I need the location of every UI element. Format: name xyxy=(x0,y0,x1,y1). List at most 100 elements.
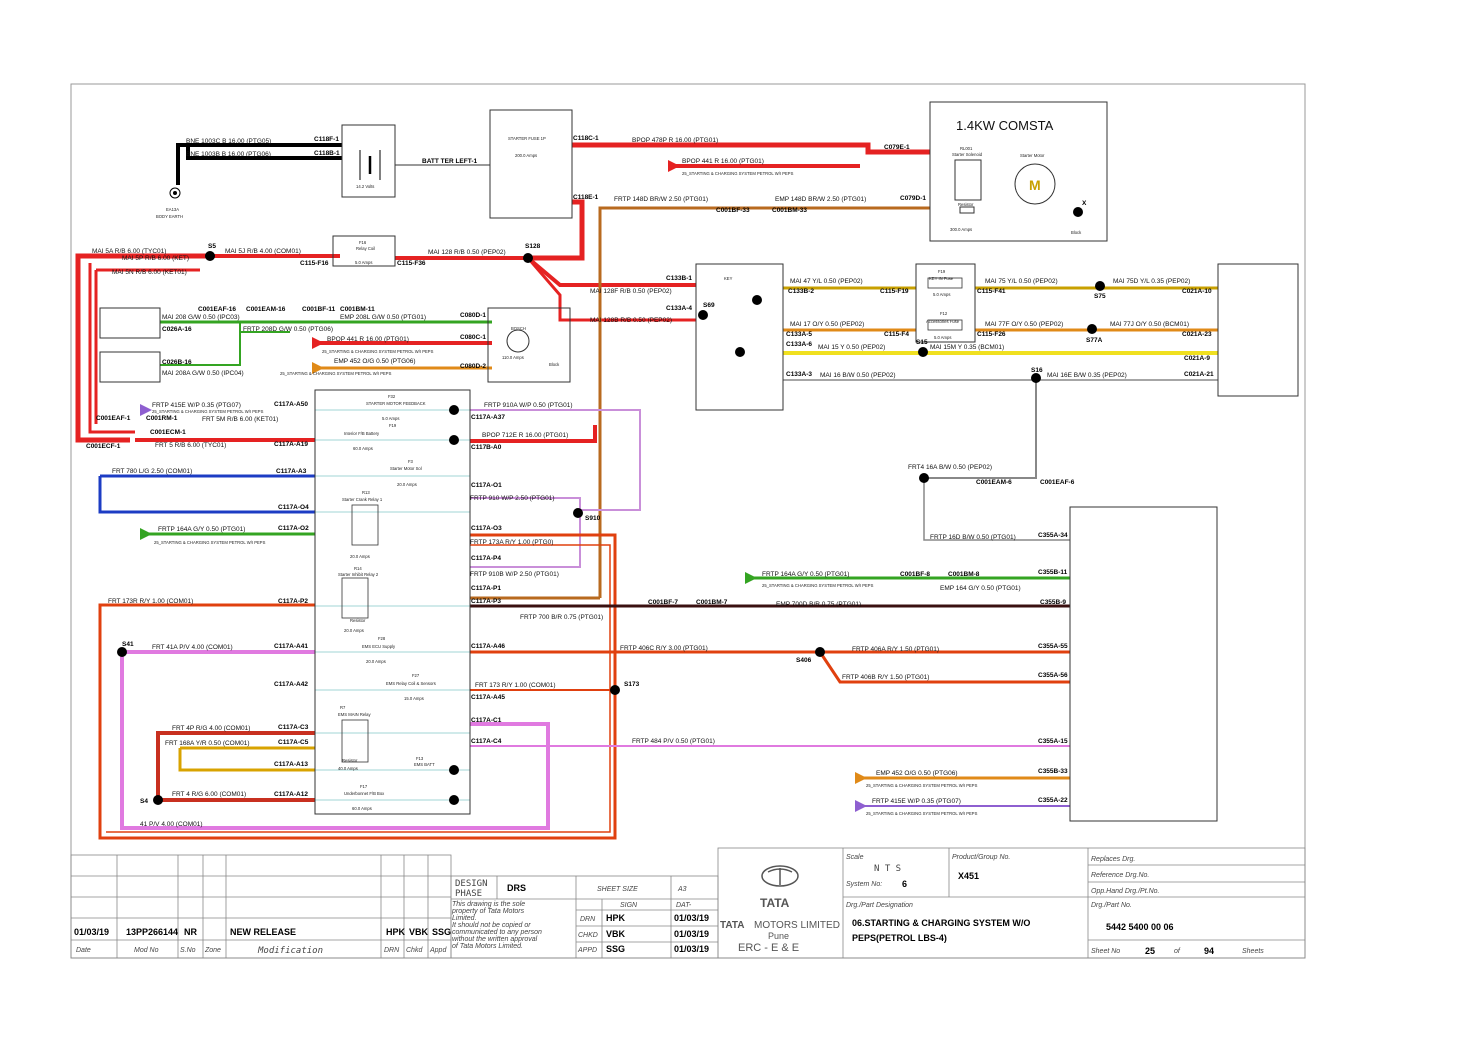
tb-sheet-size: SHEET SIZE xyxy=(597,886,638,893)
tb-sheet-lbl: Sheet No xyxy=(1091,948,1120,955)
conn-c133a3: C133A-3 xyxy=(786,371,812,378)
tb-sys: 6 xyxy=(902,879,907,889)
conn-c001ecf1: C001ECF-1 xyxy=(86,443,121,450)
wire-emp-452: EMP 452 O/G 0.50 (PTG06) xyxy=(334,358,416,365)
splice-s910: S910 xyxy=(585,515,601,522)
conn-c021a10: C021A-10 xyxy=(1182,288,1212,295)
starter-motor-icon xyxy=(1014,163,1056,205)
wire-mai-5a: MAI 5A R/B 6.00 (TYC01) xyxy=(92,248,166,255)
conn-c117a-a42: C117A-A42 xyxy=(274,681,308,688)
tb-prop4: It should not be copied or xyxy=(452,922,531,929)
fuse-f32-name: STARTER MOTOR FEEDBACK xyxy=(366,401,426,406)
wire-mai-128f: MAI 128F R/B 0.50 (PEP02) xyxy=(590,288,672,295)
wire-mai-77j: MAI 77J O/Y 0.50 (BCM01) xyxy=(1110,321,1189,328)
fuse-f19-key-amps: 5.0 Amps xyxy=(933,292,950,297)
wire-mai-17: MAI 17 O/Y 0.50 (PEP02) xyxy=(790,321,864,328)
fuse-f32: F32 xyxy=(388,394,396,399)
wire-mai-5n: MAI 5N R/B 6.00 (KET01) xyxy=(112,269,187,276)
tb-chkd: VBK xyxy=(409,927,429,937)
conn-c117a-c3: C117A-C3 xyxy=(278,724,309,731)
solenoid-icon xyxy=(954,159,982,201)
fuse-f27-amps: 15.0 Amps xyxy=(404,696,424,701)
tb-prop5: communicated to any person xyxy=(452,929,542,936)
component-boxes xyxy=(99,101,1299,822)
tb-phase: PHASE xyxy=(455,889,482,899)
conn-c117a-a19: C117A-A19 xyxy=(274,441,308,448)
relay-r14-amps: 20.0 Amps xyxy=(344,628,364,633)
fuse-f28-name: EMS ECU Supply xyxy=(362,644,396,649)
conn-c355a15: C355A-15 xyxy=(1038,738,1068,745)
conn-c117a-o4: C117A-O4 xyxy=(278,504,309,511)
tb-city: Pune xyxy=(768,931,789,941)
tb-sys-lbl: System No: xyxy=(846,881,882,888)
relay-r13-name: Starter Crank Relay 1 xyxy=(342,497,383,502)
tb-r-appd: APPD xyxy=(577,947,597,954)
comsta-title: 1.4KW COMSTA xyxy=(956,118,1054,133)
tb-h-appd: Appd xyxy=(429,947,447,954)
tata-logo-mark xyxy=(767,868,793,885)
fuse-f16: F16 xyxy=(359,240,367,245)
conn-c001eam16: C001EAM-16 xyxy=(246,306,286,313)
conn-c133a4: C133A-4 xyxy=(666,305,692,312)
earth-code: EA13A xyxy=(166,207,179,212)
comsta-rl: RL001 xyxy=(960,146,973,151)
conn-c117a-a37: C117A-A37 xyxy=(471,414,505,421)
tb-opp: Opp.Hand Drg./Pt.No. xyxy=(1091,888,1160,895)
tb-prop6: without the written approval xyxy=(452,936,538,943)
conn-c001bf7: C001BF-7 xyxy=(648,599,678,606)
tb-sign: SIGN xyxy=(620,902,638,909)
wire-mai-75d: MAI 75D Y/L 0.35 (PEP02) xyxy=(1113,278,1190,285)
wire-mai-16e: MAI 16E B/W 0.35 (PEP02) xyxy=(1047,372,1127,379)
wire-frtp-484: FRTP 484 P/V 0.50 (PTG01) xyxy=(632,738,715,745)
tb-r-drn: DRN xyxy=(580,916,596,923)
conn-c117a-a45: C117A-A45 xyxy=(471,694,505,701)
fuse-f19-name: Interior F/B Battery xyxy=(344,431,380,436)
wire-41: 41 P/V 4.00 (COM01) xyxy=(140,821,203,828)
fuse-f13: F13 xyxy=(416,756,424,761)
tb-company2: MOTORS LIMITED xyxy=(754,920,840,931)
conn-c021a23: C021A-23 xyxy=(1182,331,1212,338)
splice-s77a: S77A xyxy=(1086,337,1103,344)
conn-c021a21: C021A-21 xyxy=(1184,371,1214,378)
conn-c001bm33: C001BM-33 xyxy=(772,207,807,214)
fuse-f28: F28 xyxy=(378,636,386,641)
wire-mai-128: MAI 128 R/B 0.50 (PEP02) xyxy=(428,249,506,256)
wire-frtp-910a: FRTP 910A W/P 0.50 (PTG01) xyxy=(484,402,573,409)
conn-c001eaf6: C001EAF-6 xyxy=(1040,479,1075,486)
wire-frt-173: FRT 173 R/Y 1.00 (COM01) xyxy=(475,682,556,689)
conn-c115f41: C115-F41 xyxy=(977,288,1006,295)
splice-dots xyxy=(117,207,1105,805)
tb-reference: Reference Drg.No. xyxy=(1091,872,1149,879)
wire-frtp-406c: FRTP 406C R/Y 3.00 (PTG01) xyxy=(620,645,708,652)
battery-symbol xyxy=(359,150,381,180)
fuse-f3-name: Starter Motor Sol xyxy=(390,466,422,471)
wire-mai-77f: MAI 77F O/Y 0.50 (PEP02) xyxy=(985,321,1063,328)
resistor-icon xyxy=(959,206,975,214)
wire-bne-1003b: BNE 1003B B 16.00 (PTG06) xyxy=(186,151,271,158)
tb-dat: DAT- xyxy=(676,902,692,909)
wire-frt-4p: FRT 4P R/G 4.00 (COM01) xyxy=(172,725,250,732)
conn-c117a-o3: C117A-O3 xyxy=(471,525,502,532)
fuse-f16-name: Relay Coil xyxy=(356,246,375,251)
conn-c117a-a50: C117A-A50 xyxy=(274,401,308,408)
conn-c117a-a12: C117A-A12 xyxy=(274,791,308,798)
wire-mai-47: MAI 47 Y/L 0.50 (PEP02) xyxy=(790,278,863,285)
tb-d1: 01/03/19 xyxy=(674,913,709,923)
fuse-f27: F27 xyxy=(412,673,420,678)
conn-c355a34: C355A-34 xyxy=(1038,532,1068,539)
fuse-f12-amps: 5.0 Amps xyxy=(934,335,951,340)
comsta-solenoid: Starter Solenoid xyxy=(952,152,983,157)
tb-desig1: 06.STARTING & CHARGING SYSTEM W/O xyxy=(852,918,1030,928)
splice-s4: S4 xyxy=(140,798,148,805)
comsta-amps: 300.0 Amps xyxy=(950,227,972,232)
wire-emp-164: EMP 164 G/Y 0.50 (PTG01) xyxy=(940,585,1021,592)
conn-c117a-c1: C117A-C1 xyxy=(471,717,502,724)
tb-date: 01/03/19 xyxy=(74,927,109,937)
conn-c133a6: C133A-6 xyxy=(786,341,812,348)
bosch-block: Block xyxy=(549,362,560,367)
wire-emp-208l: EMP 208L G/W 0.50 (PTG01) xyxy=(340,314,426,321)
tb-sheet: 25 xyxy=(1145,946,1155,956)
fuse-f27-name: EMS Relay Coil & Sensors xyxy=(386,681,436,686)
fuse-f28-amps: 20.0 Amps xyxy=(366,659,386,664)
